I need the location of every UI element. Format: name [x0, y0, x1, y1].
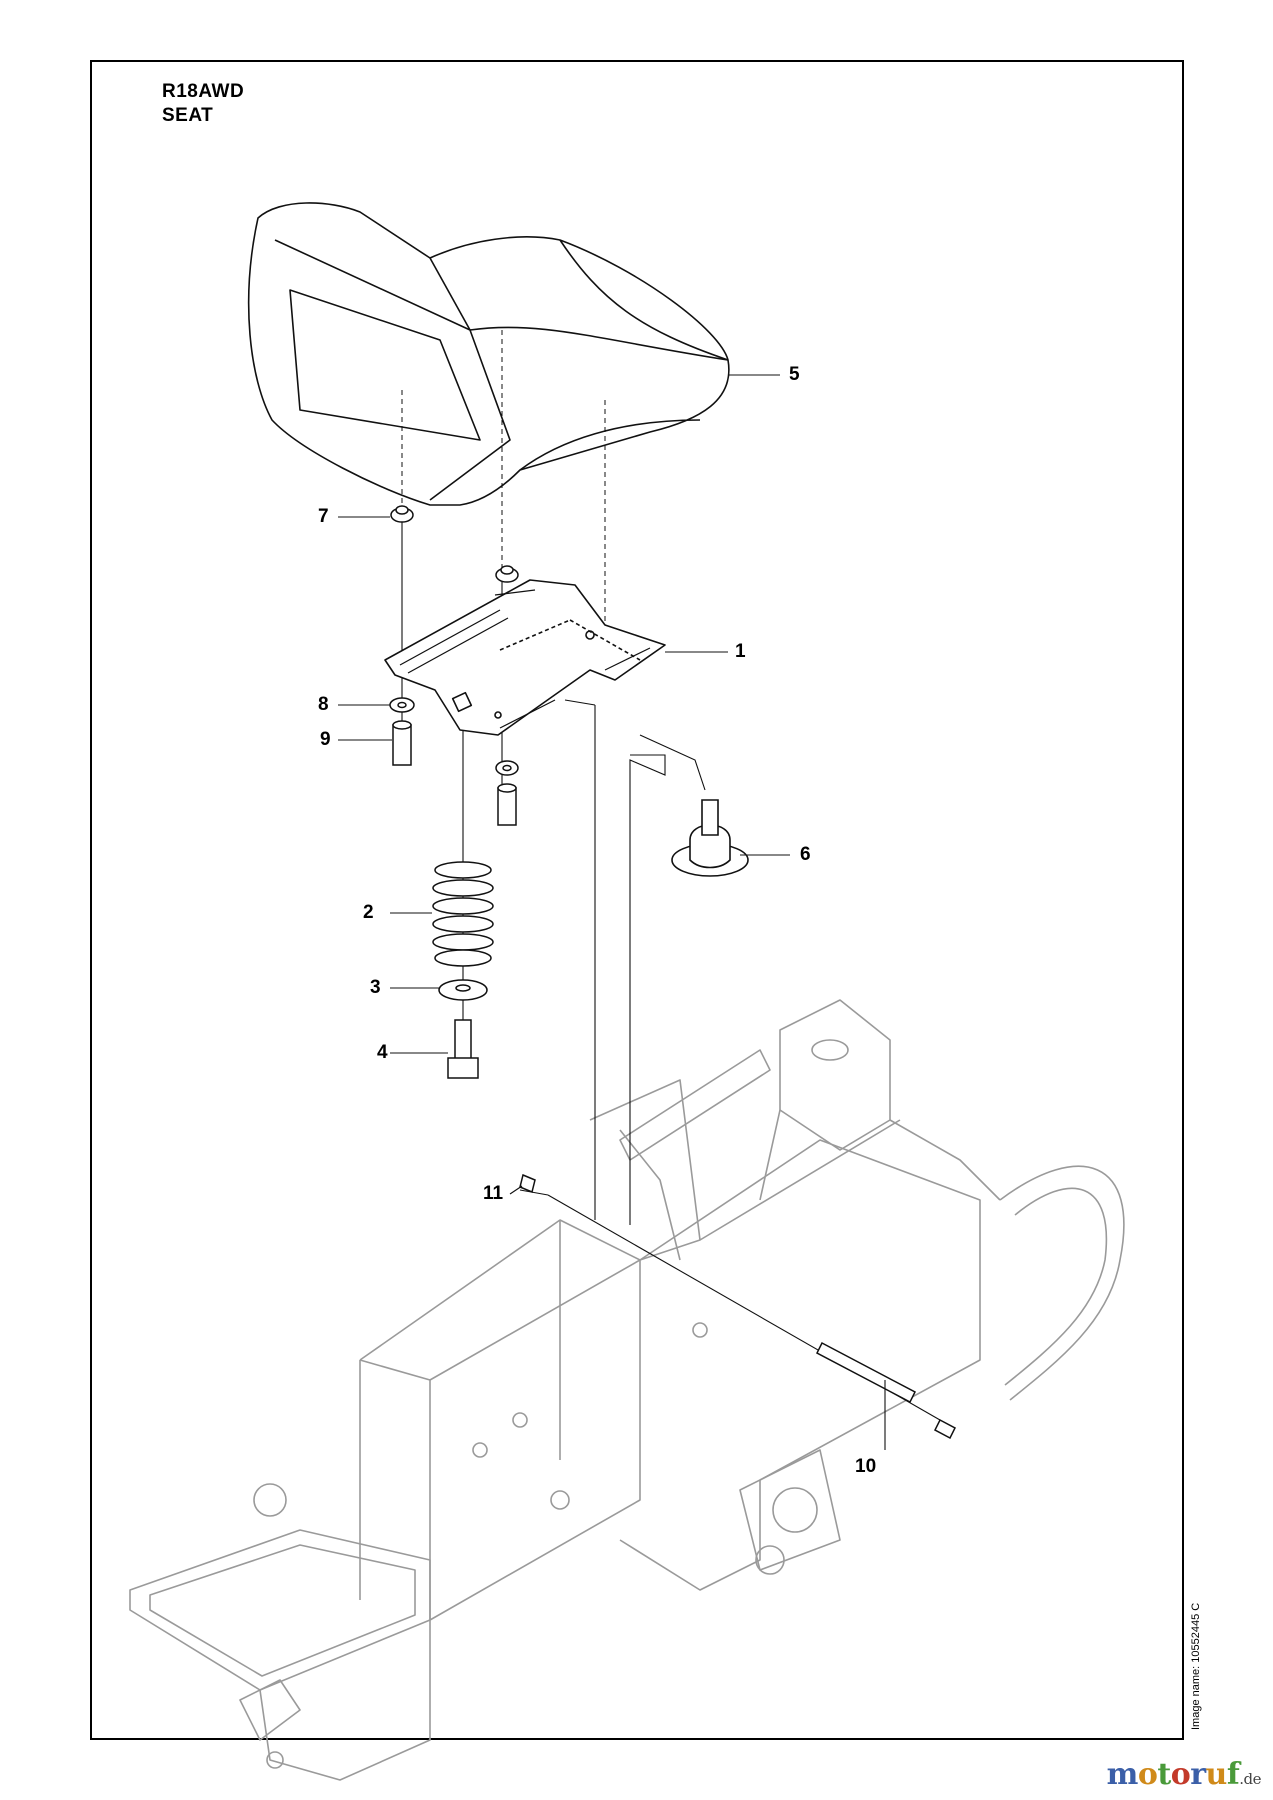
callout-9: 9: [320, 729, 331, 750]
callout-11: 11: [483, 1183, 504, 1204]
drawing-frame: [90, 60, 1184, 1740]
seat-plate: [384, 579, 666, 736]
watermark-letters: motoruf: [1107, 1757, 1240, 1792]
watermark-suffix: .de: [1239, 1770, 1261, 1788]
watermark-letter: o: [1170, 1757, 1191, 1792]
callout-4: 4: [377, 1042, 388, 1063]
callout-8: 8: [318, 694, 329, 715]
callout-6: 6: [800, 844, 811, 865]
callout-3: 3: [370, 977, 381, 998]
section-title: SEAT: [162, 105, 214, 126]
chassis-frame: [129, 999, 1125, 1781]
callout-1: 1: [735, 641, 746, 662]
callout-10: 10: [855, 1456, 877, 1477]
watermark-letter: m: [1106, 1757, 1139, 1792]
model-title: R18AWD: [162, 81, 245, 102]
seat: [247, 202, 730, 506]
callout-7: 7: [318, 506, 329, 527]
callout-2: 2: [363, 902, 374, 923]
callout-leaders: [338, 374, 886, 1450]
image-name-label: Image name: 10552445 C: [1190, 1602, 1202, 1730]
watermark-letter: o: [1137, 1757, 1158, 1792]
watermark-letter: u: [1205, 1757, 1228, 1792]
callout-5: 5: [789, 364, 800, 385]
watermark-letter: f: [1226, 1757, 1240, 1792]
watermark-letter: t: [1157, 1757, 1171, 1792]
title-block: R18AWD SEAT: [162, 80, 244, 128]
watermark-letter: r: [1190, 1757, 1206, 1792]
adjust-knob: [671, 799, 749, 877]
motoruf-watermark-logo: motoruf.de: [1107, 1757, 1262, 1792]
fasteners: [389, 505, 956, 1440]
